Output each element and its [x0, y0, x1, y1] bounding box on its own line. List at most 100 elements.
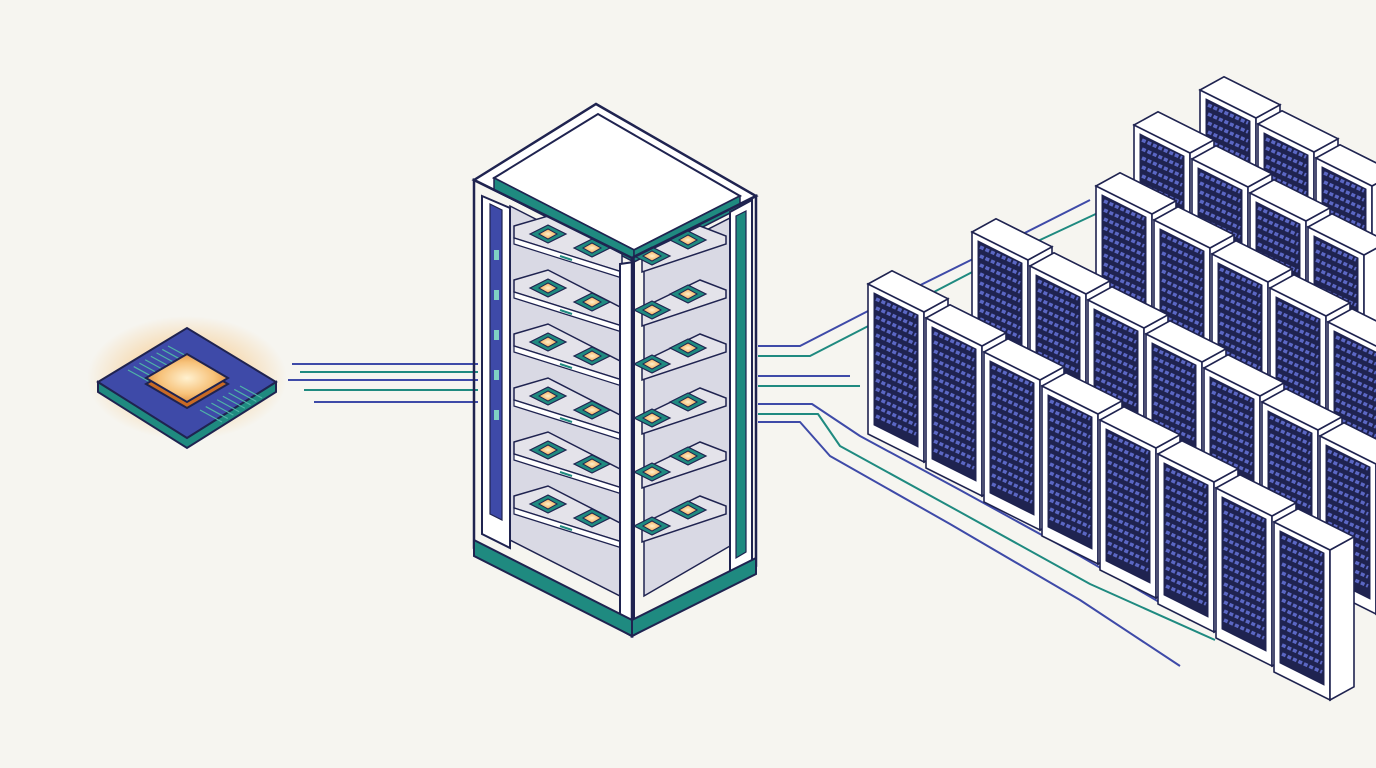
tray-chip-core [677, 288, 699, 300]
cabinet-slot [991, 419, 1033, 441]
cabinet-slot [875, 360, 917, 382]
cabinet-slot [1107, 451, 1149, 473]
cabinet-slot [1095, 313, 1137, 335]
cabinet-slot [1269, 478, 1311, 500]
cabinet-slot [1265, 146, 1307, 168]
cabinet-slot [1327, 512, 1369, 534]
cabinet-slot [1219, 312, 1261, 334]
cabinet-slot [1049, 453, 1091, 475]
tray-chip-core [677, 342, 699, 354]
cabinet-slot [1257, 233, 1299, 255]
rack-tray [513, 323, 727, 387]
cabinet-slot [1315, 267, 1357, 289]
cabinet-slot [1095, 367, 1137, 389]
cabinet-top [1098, 405, 1182, 449]
cabinet-slot [1103, 244, 1145, 266]
cabinet-slot [1219, 267, 1261, 289]
cabinet-slot [1107, 514, 1149, 536]
cabinet-slot [933, 367, 975, 389]
rack-tray [513, 431, 727, 495]
cabinet-top [1190, 144, 1274, 188]
tray-led [559, 417, 573, 423]
cabinet-slot [1153, 347, 1195, 369]
rack-tray [513, 215, 727, 279]
cabinet-slot [1199, 208, 1241, 230]
cabinet-slot [1161, 278, 1203, 300]
cabinet-slot [1257, 242, 1299, 264]
cabinet-slot [1161, 233, 1203, 255]
cabinet-slot [1269, 469, 1311, 491]
cabinet-slot [1335, 389, 1376, 411]
trace-line [228, 392, 251, 406]
tray-chip-core [581, 458, 603, 470]
tray-chip-core [677, 504, 699, 516]
cabinet-slot [1211, 390, 1253, 412]
cabinet-slot [1049, 471, 1091, 493]
cabinet-slot [1335, 371, 1376, 393]
cabinet-slot [1277, 355, 1319, 377]
cabinet-slot [1277, 310, 1319, 332]
cabinet-slot [1107, 550, 1149, 572]
cabinet-slot [1219, 303, 1261, 325]
cabinet-slot [1223, 591, 1265, 613]
cabinet-slot [1277, 328, 1319, 350]
cabinet-slot [1269, 487, 1311, 509]
cabinet-top [1086, 285, 1170, 329]
cabinet-top [924, 303, 1008, 347]
cabinet-slot [1219, 294, 1261, 316]
cabinet-top [1306, 212, 1376, 256]
cabinet-slot [933, 385, 975, 407]
tray-chip-core [581, 296, 603, 308]
cabinet-slot [875, 414, 917, 436]
cabinet-top [1268, 273, 1352, 317]
cabinet-slot [979, 245, 1021, 267]
cabinet-slot [1049, 408, 1091, 430]
cabinet-slot [1257, 224, 1299, 246]
rack-post-stripe [735, 210, 747, 560]
trace-line [233, 388, 257, 402]
cabinet-slot [1277, 364, 1319, 386]
cabinet-top [1132, 110, 1216, 154]
cabinet-slot [1223, 573, 1265, 595]
cabinet-slot [1223, 501, 1265, 523]
cabinet-slot [1103, 262, 1145, 284]
cabinet-slot [1327, 476, 1369, 498]
cabinet-slot [875, 369, 917, 391]
cabinet-slot [1269, 451, 1311, 473]
cabinet-slot [1107, 442, 1149, 464]
cabinet-top [1152, 205, 1236, 249]
cabinet-top [1094, 171, 1178, 215]
cabinet-slot [991, 473, 1033, 495]
cabinet-slot [1211, 408, 1253, 430]
cabinet-slot [1095, 358, 1137, 380]
cabinet-slot [1103, 217, 1145, 239]
cabinet-slot [1219, 285, 1261, 307]
link-line [758, 413, 1216, 641]
cabinet-slot [1165, 557, 1207, 579]
tray-chip-core [641, 358, 663, 370]
cabinet-slot [1277, 373, 1319, 395]
tray-chip-core [641, 466, 663, 478]
cabinet-slot [1335, 380, 1376, 402]
server-cluster [866, 75, 1376, 702]
cabinet-slot [1335, 344, 1376, 366]
cabinet-slot [979, 263, 1021, 285]
cabinet-slot [1327, 449, 1369, 471]
cabinet-top [970, 217, 1054, 261]
tray-chip-core [581, 242, 603, 254]
rack-tray [513, 485, 727, 549]
cabinet-slot [1165, 530, 1207, 552]
trace-line [239, 385, 263, 399]
cabinet-slot [1037, 279, 1079, 301]
cabinet-slot [1281, 616, 1323, 638]
cabinet-slot [1327, 494, 1369, 516]
cabinet-slot [1153, 392, 1195, 414]
cabinet-slot [1335, 407, 1376, 429]
cabinet-slot [1281, 571, 1323, 593]
cabinet-slot [1107, 541, 1149, 563]
cabinet-slot [1269, 433, 1311, 455]
cabinet-slot [1281, 562, 1323, 584]
tray-chip-core [581, 404, 603, 416]
cabinet-slot [1277, 346, 1319, 368]
cabinet-slot [1211, 444, 1253, 466]
